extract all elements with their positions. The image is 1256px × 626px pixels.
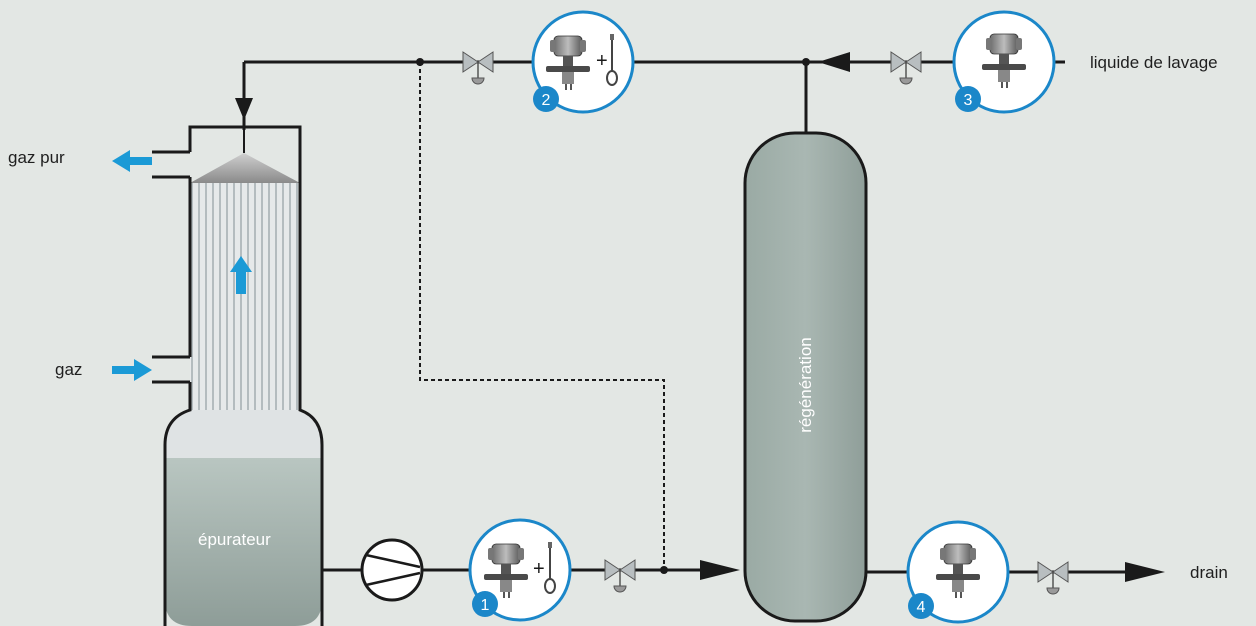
- gaz-label: gaz: [55, 360, 83, 379]
- regeneration-label: régénération: [796, 337, 815, 433]
- badge-1: [472, 591, 498, 617]
- drain-label: drain: [1190, 563, 1228, 582]
- instrument-3: 3: [952, 10, 1056, 114]
- instrument-4: 4: [906, 520, 1010, 624]
- flow-arrow-right-icon: [1125, 562, 1165, 582]
- flow-arrow-right-icon: [700, 560, 740, 580]
- gas-in-arrow-icon: [112, 359, 152, 381]
- junction-dot: [416, 58, 424, 66]
- badge-3: [955, 86, 981, 112]
- gas-out-arrow-icon: [112, 150, 152, 172]
- badge-2-number: 2: [542, 92, 551, 109]
- regeneration-column: [743, 131, 868, 623]
- epurateur-label: épurateur: [198, 530, 271, 549]
- junction-dot: [660, 566, 668, 574]
- badge-4: [908, 593, 934, 619]
- gas-up-arrow-icon: [230, 256, 252, 294]
- badge-2: [533, 86, 559, 112]
- control-signal-line: [419, 62, 665, 570]
- badge-3-number: 3: [964, 92, 973, 109]
- svg-text:+: +: [533, 558, 545, 580]
- pump-icon: [360, 538, 424, 602]
- instrument-2: + 2: [531, 10, 635, 114]
- valve-icon: [462, 51, 494, 85]
- valve-icon: [604, 559, 636, 593]
- flow-arrow-down-icon: [235, 98, 253, 120]
- junction-dot: [802, 58, 810, 66]
- gaz-pur-label: gaz pur: [8, 148, 65, 167]
- liquide-de-lavage-label: liquide de lavage: [1090, 53, 1218, 72]
- valve-icon: [1037, 561, 1069, 595]
- badge-4-number: 4: [917, 599, 926, 616]
- scrubber-vessel: [163, 125, 324, 626]
- flow-arrow-left-icon: [818, 52, 850, 72]
- svg-text:+: +: [596, 50, 608, 72]
- badge-1-number: 1: [481, 597, 490, 614]
- valve-icon: [890, 51, 922, 85]
- instrument-1: + 1: [468, 518, 572, 622]
